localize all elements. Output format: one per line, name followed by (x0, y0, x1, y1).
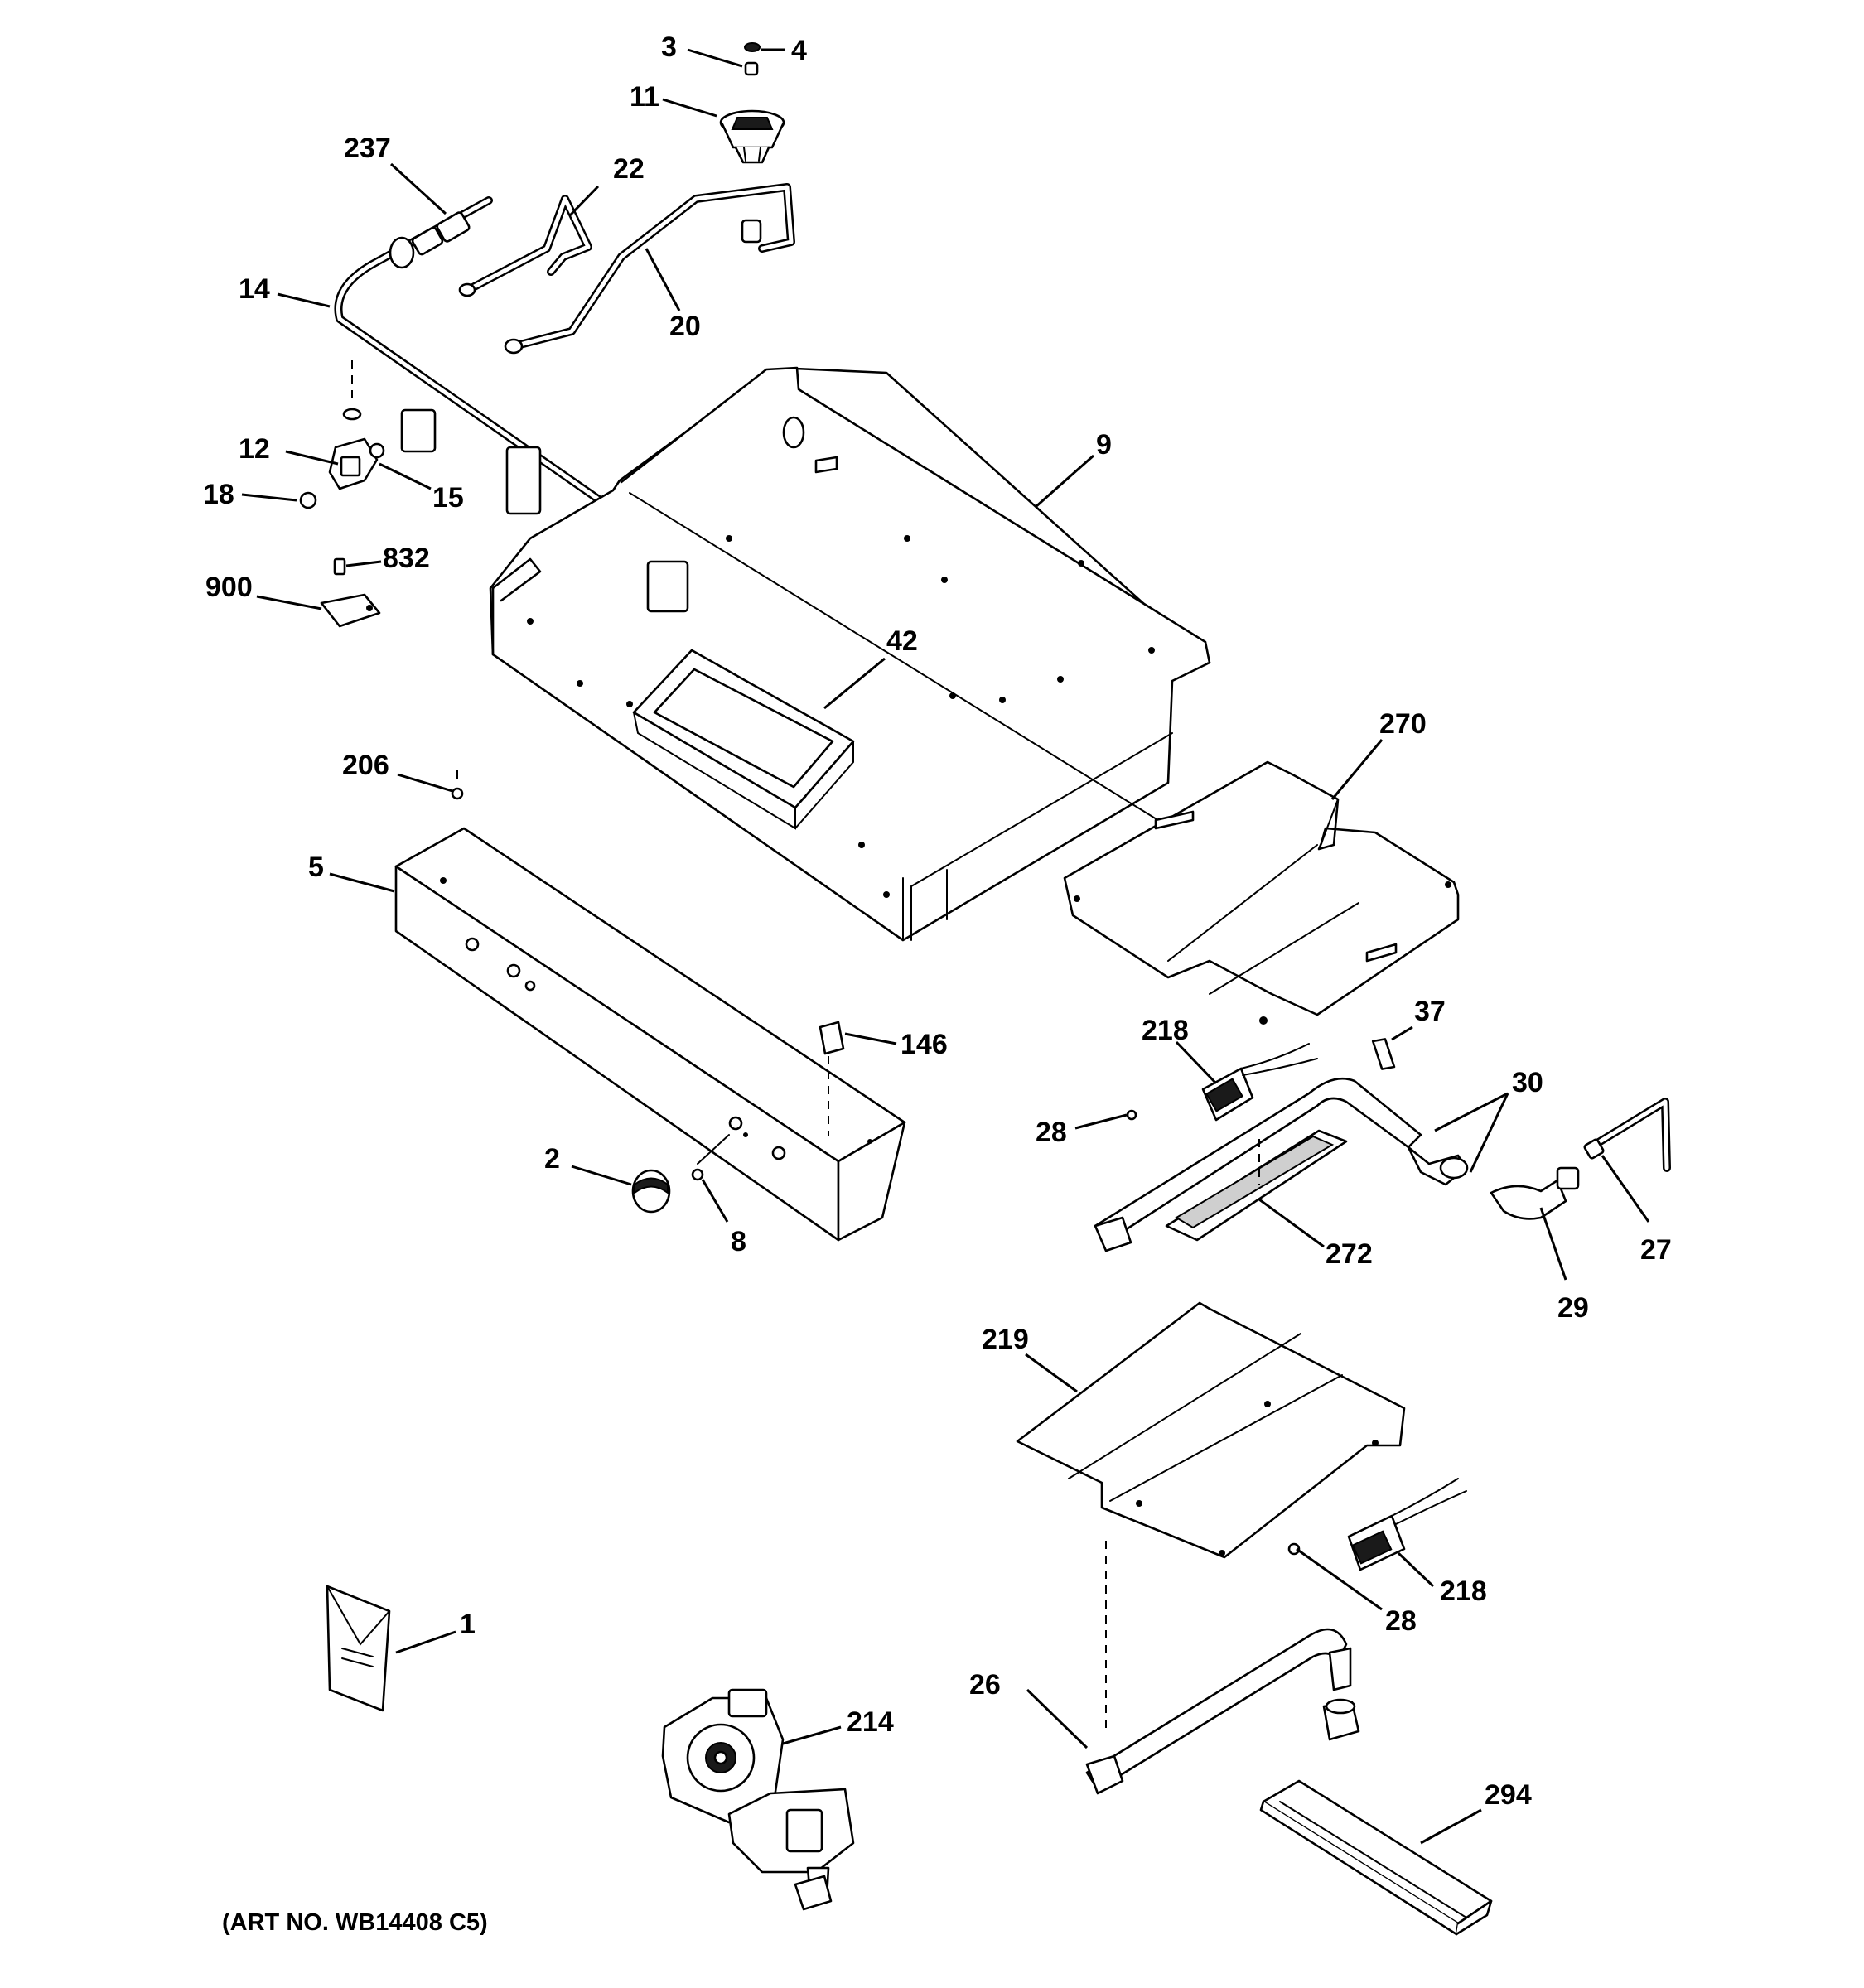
callout-29: 29 (1557, 1292, 1589, 1324)
callout-42: 42 (886, 625, 918, 657)
part-burner-box (400, 366, 1211, 942)
callout-28-lower: 28 (1385, 1605, 1417, 1637)
callout-146: 146 (901, 1029, 948, 1060)
callout-14: 14 (239, 273, 270, 305)
part-manifold-panel (394, 827, 906, 1242)
callout-26: 26 (969, 1669, 1001, 1701)
part-burner-shield-upper (1063, 760, 1460, 1025)
part-burner-shield-lower (1016, 1301, 1406, 1731)
callout-2: 2 (544, 1143, 560, 1175)
callout-37: 37 (1414, 996, 1446, 1027)
part-burner-tubing (458, 183, 795, 355)
callout-3: 3 (661, 31, 677, 63)
callout-272: 272 (1326, 1238, 1373, 1270)
callout-30: 30 (1512, 1067, 1543, 1098)
part-igniter-lower (1287, 1478, 1467, 1571)
art-number-caption: (ART NO. WB14408 C5) (222, 1909, 488, 1936)
callout-18: 18 (203, 479, 234, 510)
callout-12: 12 (239, 433, 270, 465)
part-valve-and-bracket (299, 360, 385, 628)
callout-27: 27 (1640, 1234, 1672, 1266)
part-burner-tube-upper (1094, 1077, 1469, 1252)
callout-labels: 3 4 11 237 22 14 20 9 12 15 18 832 900 4… (203, 31, 1672, 1811)
callout-28-upper: 28 (1036, 1117, 1067, 1148)
part-clip-146 (819, 1021, 845, 1136)
callout-11: 11 (630, 81, 659, 113)
callout-9: 9 (1096, 429, 1112, 461)
callout-900: 900 (205, 572, 253, 603)
callout-832: 832 (383, 543, 430, 574)
callout-218-lower: 218 (1440, 1575, 1487, 1607)
part-literature-envelope (326, 1585, 391, 1712)
callout-1: 1 (460, 1609, 476, 1640)
callout-4: 4 (791, 35, 807, 66)
part-burner-head-assembly (719, 42, 785, 164)
part-screw-206 (451, 770, 464, 800)
callout-206: 206 (342, 750, 389, 781)
part-burner-tube-lower (1085, 1628, 1360, 1795)
callout-5: 5 (308, 852, 324, 883)
part-orifice-fitting (1490, 1098, 1671, 1220)
part-lower-grate (1259, 1779, 1493, 1936)
callout-219: 219 (982, 1324, 1029, 1355)
part-gas-valve-regulator (661, 1688, 855, 1911)
callout-237: 237 (344, 133, 391, 164)
callout-214: 214 (847, 1706, 894, 1738)
callout-20: 20 (669, 311, 701, 342)
callout-15: 15 (432, 482, 464, 514)
callout-294: 294 (1485, 1779, 1532, 1811)
callout-270: 270 (1379, 708, 1427, 740)
part-knob (631, 1134, 730, 1214)
leader-lines (241, 48, 1650, 1845)
part-burner-grate (1165, 1129, 1348, 1242)
callout-8: 8 (731, 1226, 746, 1257)
callout-218-upper: 218 (1142, 1015, 1189, 1046)
part-igniter-upper (1126, 1038, 1396, 1122)
callout-22: 22 (613, 153, 645, 185)
part-manifold-pipe (334, 196, 764, 615)
